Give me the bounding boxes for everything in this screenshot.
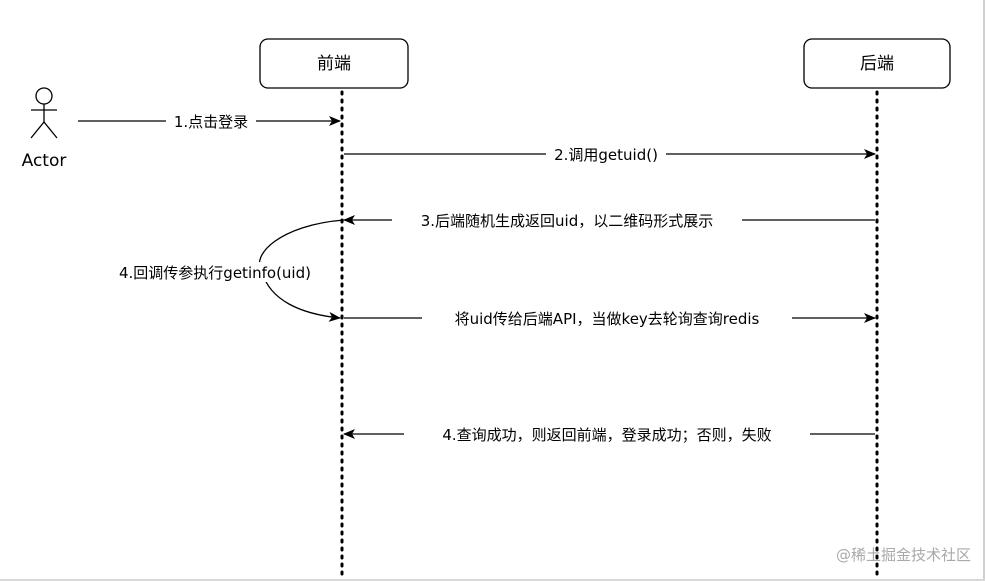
message-6: 4.查询成功，则返回前端，登录成功；否则，失败 (343, 424, 875, 444)
message-1-label-bg (166, 111, 256, 131)
message-6-label-bg (404, 424, 810, 444)
frame-bottom-edge (0, 579, 985, 581)
message-3: 3.后端随机生成返回uid，以二维码形式展示 (343, 210, 875, 230)
actor-head-icon (35, 87, 53, 105)
message-2-label-bg (546, 144, 666, 164)
message-6-label: 4.查询成功，则返回前端，登录成功；否则，失败 (442, 426, 771, 444)
message-2-label: 2.调用getuid() (554, 146, 658, 164)
frame-right-edge (983, 0, 985, 581)
message-4-self-label: 4.回调传参执行getinfo(uid) (119, 264, 311, 282)
participant-frontend-box (259, 38, 409, 89)
participant-frontend: 前端 (259, 38, 409, 89)
message-5-label: 将uid传给后端API，当做key去轮询查询redis (455, 310, 760, 328)
message-3-label-bg (392, 210, 742, 230)
actor-figure: Actor (22, 87, 67, 171)
message-1-label: 1.点击登录 (174, 113, 248, 131)
message-5: 将uid传给后端API，当做key去轮询查询redis (344, 308, 876, 328)
participant-backend-box (803, 38, 951, 89)
participant-backend-label: 后端 (860, 54, 894, 74)
message-1: 1.点击登录 (78, 111, 341, 131)
actor-right-leg (43, 121, 58, 139)
actor-label: Actor (22, 151, 67, 171)
actor-left-leg (30, 121, 45, 139)
message-5-label-bg (422, 308, 792, 328)
message-4-label-bg (102, 262, 328, 282)
participant-backend: 后端 (803, 38, 951, 89)
watermark: @稀土掘金技术社区 (835, 546, 971, 564)
message-3-label: 3.后端随机生成返回uid，以二维码形式展示 (421, 212, 714, 230)
participant-frontend-label: 前端 (317, 54, 351, 74)
message-2: 2.调用getuid() (344, 144, 876, 164)
message-4-self: 4.回调传参执行getinfo(uid) (102, 219, 345, 322)
